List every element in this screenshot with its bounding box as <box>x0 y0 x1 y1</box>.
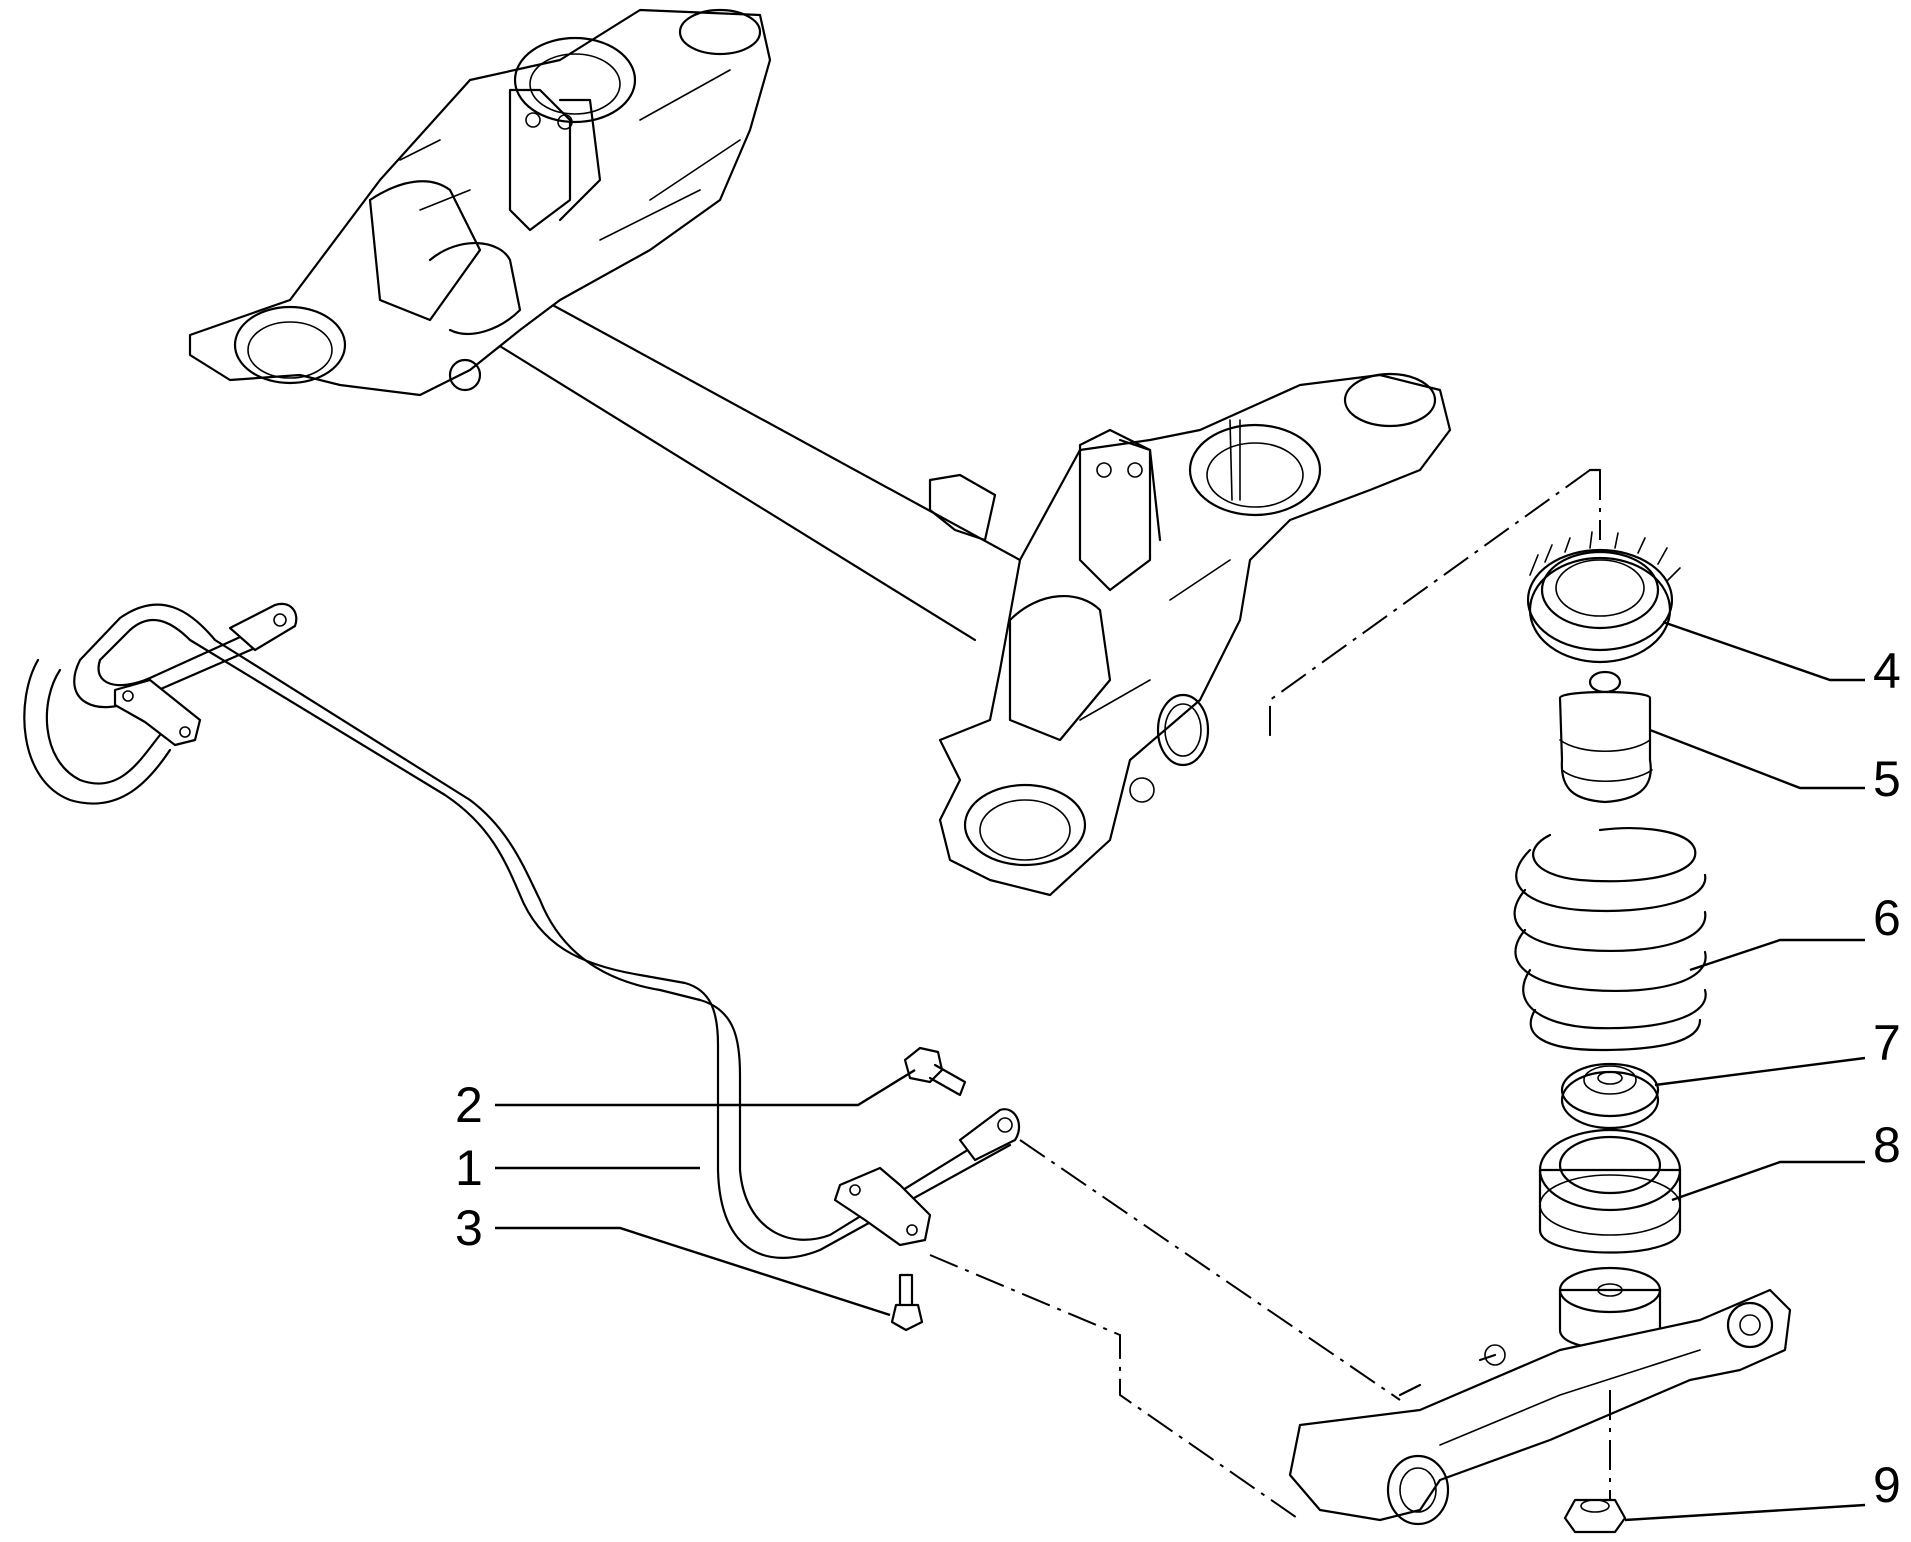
anti-roll-bar <box>23 602 1021 1259</box>
clamp-bolt <box>890 1273 924 1332</box>
lock-nut <box>1563 1498 1627 1534</box>
assembly-lines <box>929 419 1611 1521</box>
callout-3: 3 <box>455 1200 483 1256</box>
rear-crossmember <box>188 8 1452 897</box>
spring-lower-seat <box>1538 1128 1682 1254</box>
callout-2: 2 <box>455 1077 483 1133</box>
bump-stop <box>1558 670 1653 804</box>
callout-9: 9 <box>1873 1457 1901 1513</box>
spring-upper-seat <box>1526 531 1681 664</box>
callout-8: 8 <box>1873 1117 1901 1173</box>
callout-5: 5 <box>1873 751 1901 807</box>
coil-spring <box>1513 827 1707 1052</box>
leader-lines <box>495 620 1866 1522</box>
suspension-arm <box>1288 1266 1792 1526</box>
callout-7: 7 <box>1873 1015 1901 1071</box>
bracket-bolt <box>903 1046 967 1097</box>
callout-6: 6 <box>1873 890 1901 946</box>
callout-1: 1 <box>455 1140 483 1196</box>
spring-insulator <box>1560 1062 1660 1130</box>
callout-4: 4 <box>1873 643 1901 699</box>
